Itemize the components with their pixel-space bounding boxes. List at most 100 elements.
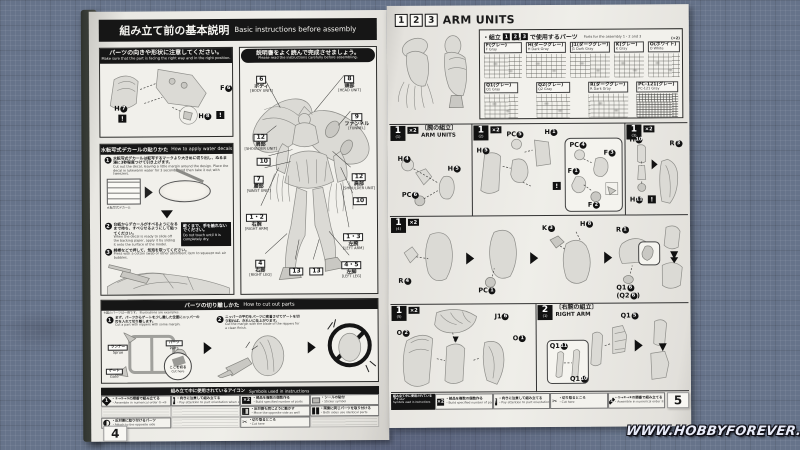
left-main-header: 組み立て前の基本説明 Basic instructions before ass…	[98, 18, 377, 42]
callout-shoulder-left: 12 肩部 [SHOULDER UNIT]	[244, 133, 278, 151]
left-header-jp: 組み立て前の基本説明	[119, 23, 230, 38]
scissors-icon: ✂	[242, 418, 248, 426]
symbol-numerical-order: 1 ・①→②→③の順番で組み立てる・Assemble in numerical …	[101, 395, 171, 407]
sprue-thumb	[569, 53, 611, 78]
orientation-box: パーツの向きや形状に注意してください。 Make sure that the p…	[98, 46, 234, 138]
parts-header-jp-pre: ・組立	[482, 34, 501, 42]
symbols-title-en: Symbols used in instructions	[249, 387, 310, 394]
label-parts: パーツ Parts	[165, 330, 183, 351]
footer-icons-header: 組み立て中に使用されているアイコン Symbols used in instru…	[391, 393, 436, 410]
step-1-4-illustration	[403, 225, 683, 289]
symbol-unused-a	[101, 406, 171, 418]
runner-O: (×2)O(ホワイト)O White	[647, 36, 681, 78]
decal-warning-box: 乾くまで、手を触れないでください。 Do not touch until it …	[180, 221, 232, 247]
part-label: Q111	[549, 341, 568, 351]
step-1-1-illustration	[401, 158, 455, 207]
left-header-en: Basic instructions before assembly	[234, 25, 357, 34]
callout-left-arm: 1・3 左腕 [LEFT ARM]	[343, 233, 364, 251]
callout-waist-unit: 7 腰部 [WAIST UNIT]	[246, 175, 271, 193]
part-label: Q110	[569, 374, 588, 383]
parts-header-en: Parts for the assembly 1・2 and 3	[583, 34, 642, 39]
symbol-unused-c	[170, 416, 241, 429]
decal-title-en: How to apply water decals	[171, 146, 233, 152]
warning-icon: !	[216, 110, 225, 120]
symbol-both-sides: ・両側に同じパーツを取り付ける・Both sides use identical…	[309, 405, 380, 417]
warning-icon: !	[118, 114, 127, 123]
inset-illustration	[571, 149, 619, 203]
x2-icon: ×2	[242, 396, 252, 404]
callout-13-a: 13	[289, 260, 304, 277]
symbol-unused-d	[309, 416, 380, 428]
parts-header-num3: 3	[520, 33, 528, 41]
runner-H: H(ダークグレー)H Dark Gray	[525, 41, 567, 78]
warning-icon: !	[172, 397, 175, 405]
page-number-5: 5	[667, 392, 690, 409]
arrow-right	[203, 342, 212, 355]
cut-step2-en: Cut the margin with the blade of the nip…	[225, 321, 300, 330]
part-label: H11	[629, 195, 643, 204]
overview-title-en: Please read the instructions carefully b…	[258, 55, 358, 61]
symbols-title-jp: 組み立て中に使用されているアイコン	[170, 388, 246, 395]
arrow-right	[307, 341, 316, 354]
hobbyforever-watermark: WWW.HOBBYFOREVER.FR	[624, 424, 800, 439]
footer-symbol-cut-here: ✂ ・切り取るところ・Cut here	[550, 392, 608, 410]
step1-number: 1	[104, 156, 112, 164]
decal-title-jp: 水転写式デカールの貼りかた	[100, 146, 169, 154]
sprue-thumb	[613, 53, 645, 78]
step-1-4-inset	[638, 241, 661, 266]
symbol-move-opposite: ・反対側も同じように動かす・Move the opposite side as …	[240, 405, 310, 417]
footer-symbol-orientation: ! ・向きに注意して組み立てる・Pay attention to part or…	[492, 393, 551, 410]
symbols-row-3: ・反対側に取り付けるパーツ・Attach to the opposite sid…	[101, 416, 380, 429]
symbols-table: 組み立て中に使用されているアイコン Symbols used in instru…	[100, 386, 380, 429]
title-num-2: 2	[409, 13, 423, 27]
runner-PC-121: PC-121(グレー)PC-121 Gray	[636, 81, 679, 118]
parts-used-box: ・組立 1 2 3 で使用するパーツ Parts for the assembl…	[478, 28, 684, 120]
callout-funnel: 9 ファンネル [FUNNEL]	[344, 113, 370, 131]
cut-step1-en: Cut a part with nippers with some margin…	[115, 322, 181, 328]
arrow-down	[160, 210, 173, 219]
title-num-1: 1	[394, 13, 408, 27]
polycap-thumb	[636, 92, 679, 118]
warning-icon: !	[494, 397, 497, 405]
footer-symbol-numerical-order: 1 ・①→②→③の順番で組み立てる・Assemble in numerical …	[607, 392, 666, 409]
footer-header-en: Symbols used in instructions	[393, 400, 431, 404]
runner-F: (×2)F(グレー)F Gray	[483, 37, 523, 79]
cut-step1: 1 まず、パーツからゲートを少し離した位置にニッパーの刃を入れて切り離します。 …	[106, 315, 202, 328]
step-2-1-inset: Q111 Q110	[546, 339, 589, 385]
manual-spread: 組み立て前の基本説明 Basic instructions before ass…	[77, 2, 696, 448]
arrow-right	[604, 251, 613, 264]
right-page-title: 1 2 3 ARM UNITS	[394, 13, 515, 27]
symbol-orientation: ! ・向きに注意して組み立てる・Pay attention to part or…	[170, 394, 241, 407]
runner-K: K(グレー)K Gray	[613, 41, 645, 78]
sprue-thumb	[536, 93, 571, 118]
sprue-thumb	[483, 53, 523, 79]
callout-right-arm: 1・2 右腕 [RIGHT ARM]	[245, 213, 269, 231]
step-1-5-illustration	[402, 309, 505, 387]
arm-units-illustration	[397, 35, 468, 110]
clean-cut-illustration	[217, 335, 285, 379]
callout-right-leg: 4 右脚 [RIGHT LEG]	[249, 259, 272, 277]
runner-J1: J1(ダークグレー)J1 Dark Gray	[569, 41, 611, 78]
title-label: ARM UNITS	[442, 13, 515, 27]
decal-sheet-label: 水転写式デカール	[106, 205, 131, 210]
label-gate: ゲート Gate	[105, 359, 123, 380]
step3-number: 3	[104, 248, 112, 256]
warning-icon: !	[647, 195, 656, 204]
overview-box-header: 説明書をよく読んで完成させましょう。 Please read the instr…	[240, 48, 376, 63]
decal-warning-jp: 乾くまで、手を触れないでください。	[182, 222, 227, 233]
runner-Q1: Q1(グレー)Q1 Gray	[484, 82, 519, 119]
water-bowl-illustration	[158, 180, 211, 203]
overview-box: 説明書をよく読んで完成させましょう。 Please read the instr…	[238, 46, 379, 295]
